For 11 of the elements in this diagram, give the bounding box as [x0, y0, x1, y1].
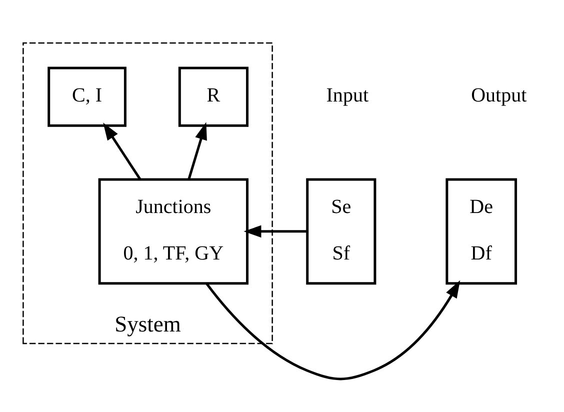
- node-box: De Df: [446, 178, 518, 285]
- arrow: [244, 225, 308, 238]
- node-box: R: [178, 66, 249, 127]
- node-box: Se Sf: [306, 178, 376, 285]
- label: Input: [326, 84, 369, 107]
- node-box: Junctions 0, 1, TF, GY: [98, 178, 249, 285]
- arrow: [206, 280, 460, 380]
- arrow: [188, 122, 207, 180]
- node-box: C, I: [48, 66, 126, 127]
- arrow: [103, 122, 142, 180]
- label: Output: [471, 84, 527, 107]
